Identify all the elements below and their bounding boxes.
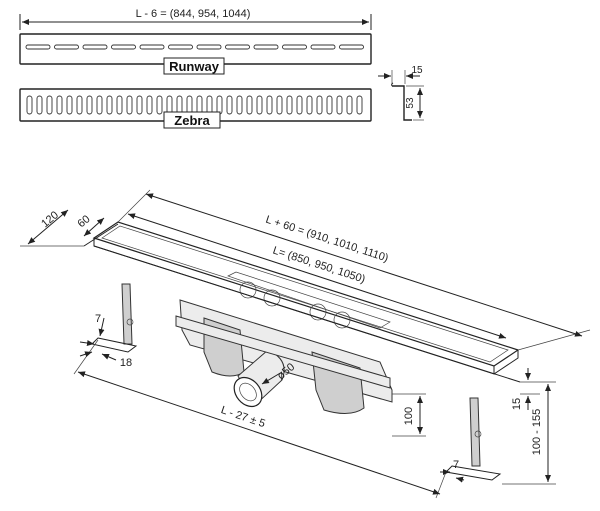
foot-dimensions: 7 18 7 — [79, 313, 465, 483]
zebra-slot — [136, 95, 143, 115]
runway-slot — [196, 44, 222, 50]
zebra-grate: Zebra — [19, 88, 372, 129]
grate-profile-section: 15 53 — [378, 65, 424, 121]
zebra-slot — [146, 95, 153, 115]
zebra-slot — [26, 95, 33, 115]
profile-height-text: 53 — [405, 97, 416, 109]
foot-offset-text: 18 — [120, 357, 132, 369]
zebra-slot — [266, 95, 273, 115]
zebra-slot — [196, 95, 203, 115]
grate-length-text: L - 6 = (844, 954, 1044) — [136, 8, 251, 20]
zebra-slot — [256, 95, 263, 115]
zebra-slot — [296, 95, 303, 115]
zebra-slots — [26, 95, 363, 115]
rim-height-text: 15 — [511, 398, 523, 410]
profile-width-text: 15 — [411, 65, 423, 76]
zebra-slot — [336, 95, 343, 115]
zebra-slot — [276, 95, 283, 115]
zebra-slot — [246, 95, 253, 115]
zebra-slot — [346, 95, 353, 115]
foot-right-text: 7 — [453, 459, 459, 471]
runway-slot — [25, 44, 51, 50]
runway-slot — [168, 44, 193, 50]
runway-slot — [225, 44, 250, 50]
body-height-text: 100 — [403, 407, 415, 425]
width-inner-text: 60 — [76, 213, 93, 230]
zebra-slot — [226, 95, 233, 115]
zebra-slot — [326, 95, 333, 115]
zebra-label: Zebra — [174, 113, 210, 128]
zebra-slot — [166, 95, 173, 115]
zebra-slot — [316, 95, 323, 115]
foot-left-text: 7 — [95, 313, 101, 325]
runway-slot — [54, 44, 79, 50]
runway-slot — [282, 44, 307, 50]
zebra-slot — [36, 95, 43, 115]
zebra-slot — [126, 95, 133, 115]
zebra-slot — [236, 95, 243, 115]
zebra-slot — [86, 95, 93, 115]
zebra-slot — [76, 95, 83, 115]
zebra-slot — [216, 95, 223, 115]
zebra-slot — [306, 95, 313, 115]
zebra-slot — [186, 95, 193, 115]
zebra-slot — [56, 95, 63, 115]
height-dimensions: 100 100 - 155 15 — [392, 368, 556, 485]
runway-grate: Runway — [19, 33, 372, 75]
zebra-slot — [106, 95, 113, 115]
zebra-slot — [356, 95, 363, 115]
zebra-slot — [206, 95, 213, 115]
leg-length-text: L - 27 ± 5 — [219, 404, 266, 430]
zebra-slot — [46, 95, 53, 115]
zebra-slot — [66, 95, 73, 115]
runway-slot — [111, 44, 136, 50]
runway-slot — [310, 44, 336, 50]
runway-slot — [82, 44, 108, 50]
runway-slot — [139, 44, 165, 50]
width-dimensions: 120 60 — [20, 209, 105, 247]
runway-slot — [253, 44, 279, 50]
zebra-slot — [156, 95, 163, 115]
zebra-slot — [96, 95, 103, 115]
zebra-slot — [286, 95, 293, 115]
runway-slots — [25, 44, 364, 50]
zebra-slot — [176, 95, 183, 115]
height-range-text: 100 - 155 — [531, 409, 543, 455]
zebra-slot — [116, 95, 123, 115]
grate-length-dimension: L - 6 = (844, 954, 1044) — [19, 6, 372, 30]
runway-slot — [339, 44, 364, 50]
width-outer-text: 120 — [39, 209, 61, 230]
runway-label: Runway — [169, 59, 220, 74]
